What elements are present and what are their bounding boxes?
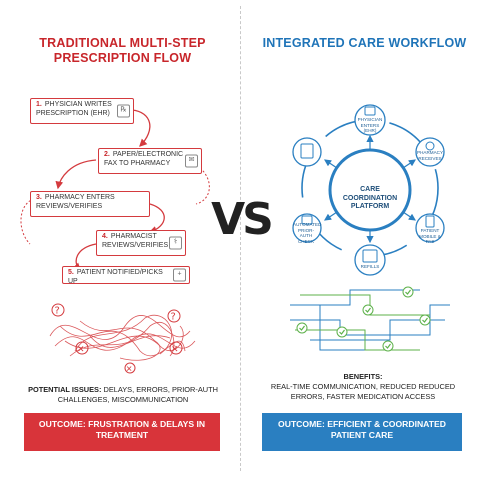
potential-issues-text: POTENTIAL ISSUES: DELAYS, ERRORS, PRIOR-… <box>18 385 228 405</box>
traditional-step-5: 5.PATIENT NOTIFIED/PICKS UP + <box>62 266 190 285</box>
step-text: PAPER/ELECTRONIC FAX TO PHARMACY <box>104 151 184 167</box>
check-icon <box>419 314 431 326</box>
prescription-icon: ℞ <box>117 104 130 118</box>
step-number: 4. <box>102 233 108 240</box>
traditional-step-1: 1.PHYSICIAN WRITES PRESCRIPTION (EHR) ℞ <box>30 98 134 124</box>
refill-doc-icon <box>362 249 378 263</box>
traditional-step-4: 4.PHARMACIST REVIEWS/VERIFIES ⚕ <box>96 230 186 256</box>
ehr-icon <box>364 106 376 116</box>
step-text: PATIENT NOTIFIED/PICKS UP <box>68 269 163 285</box>
step-number: 3. <box>36 194 42 201</box>
node-documents <box>292 137 322 167</box>
question-icon: ? <box>171 312 176 323</box>
step-text: PHARMACY ENTERS REVIEWS/VERIFIES <box>36 194 115 210</box>
traditional-flow-title: TRADITIONAL MULTI-STEP PRESCRIPTION FLOW <box>39 36 206 65</box>
question-icon: ? <box>55 306 60 317</box>
error-x-icon: ✕ <box>77 345 85 355</box>
node-patient-mobile <box>415 213 445 243</box>
check-icon <box>362 304 374 316</box>
integrated-workflow-title: INTEGRATED CARE WORKFLOW <box>262 36 467 50</box>
node-label-pharmacy: PHARMACY RECEIVES <box>417 150 444 161</box>
medicine-bottle-icon: ⚕ <box>169 236 182 250</box>
issues-heading: POTENTIAL ISSUES: <box>28 385 102 394</box>
node-label-patient: PATIENT MOBILE & PAS <box>419 228 441 244</box>
center-divider <box>240 6 241 471</box>
node-label-prior-auth: AUTOMATED PRIOR-AUTH CHECK <box>293 222 322 244</box>
error-x-icon: ✕ <box>126 365 133 374</box>
versus-label: VS <box>211 194 274 245</box>
check-icon <box>382 340 394 352</box>
streamlined-flow-lines <box>290 286 450 352</box>
traditional-step-3: 3.PHARMACY ENTERS REVIEWS/VERIFIES <box>30 191 150 217</box>
auth-icon <box>301 215 313 225</box>
node-prior-auth <box>292 213 322 243</box>
benefits-heading: BENEFITS: <box>343 372 383 381</box>
traditional-outcome-banner: OUTCOME: FRUSTRATION & DELAYS IN TREATME… <box>24 413 220 451</box>
node-label-refills: REFILLS <box>360 264 380 269</box>
check-icon <box>402 286 414 298</box>
check-icon <box>296 322 308 334</box>
fax-icon: ✉ <box>185 154 198 168</box>
check-icon <box>336 326 348 338</box>
integrated-outcome-banner: OUTCOME: EFFICIENT & COORDINATED PATIENT… <box>262 413 462 451</box>
step-text: PHYSICIAN WRITES PRESCRIPTION (EHR) <box>36 101 112 117</box>
error-x-icon: ✕ <box>171 345 179 355</box>
platform-center-label: CARE COORDINATION PLATFORM <box>342 186 398 210</box>
traditional-step-2: 2.PAPER/ELECTRONIC FAX TO PHARMACY ✉ <box>98 148 202 174</box>
mobile-icon <box>425 215 435 228</box>
step-number: 2. <box>104 151 110 158</box>
node-label-physician: PHYSICIAN ENTERS (EHR) <box>357 117 383 133</box>
document-icon <box>300 143 314 159</box>
benefits-text: BENEFITS: REAL-TIME COMMUNICATION, REDUC… <box>258 372 468 402</box>
care-coordination-cycle <box>292 104 445 276</box>
step-text: PHARMACIST REVIEWS/VERIFIES <box>102 233 169 249</box>
node-physician-ehr <box>354 104 386 136</box>
pickup-bag-icon: + <box>173 268 186 282</box>
node-pharmacy-receives <box>415 137 445 167</box>
tangled-confusion-scribble: ? ? ✕ ✕ ✕ <box>49 303 196 374</box>
benefits-body: REAL-TIME COMMUNICATION, REDUCED REDUCED… <box>270 382 456 401</box>
step-number: 1. <box>36 101 42 108</box>
issues-body: DELAYS, ERRORS, PRIOR-AUTH CHALLENGES, M… <box>57 385 218 404</box>
check-icon <box>425 141 435 151</box>
step-number: 5. <box>68 269 74 276</box>
